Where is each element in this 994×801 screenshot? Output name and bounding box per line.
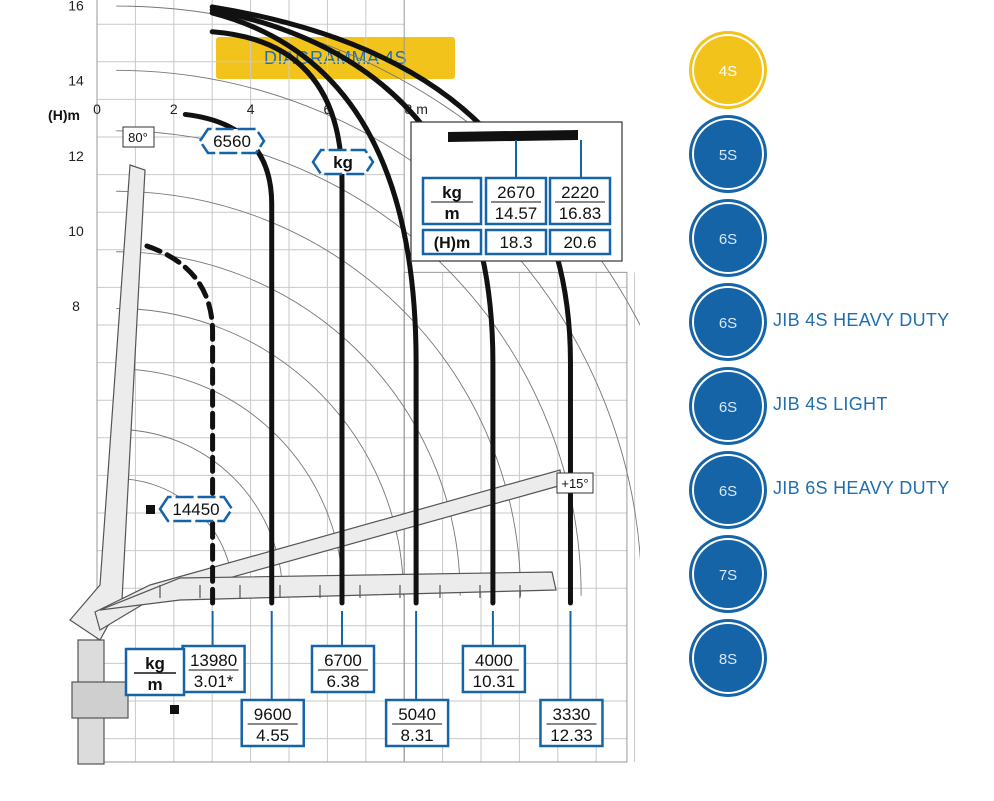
marker-square (146, 505, 155, 514)
curve-label-box (181, 644, 246, 694)
x-tick-label: 4 (247, 101, 255, 117)
jib-row-header: (H)m (434, 235, 470, 252)
curve-kg-label: 6700 (324, 651, 362, 670)
model-button-7s[interactable]: 7S (692, 538, 764, 610)
jib-kg-value: 2670 (497, 183, 535, 202)
model-button-6s-3[interactable]: 6S (692, 286, 764, 358)
near-load-tag-shape (158, 495, 234, 523)
reach-arc (116, 307, 404, 596)
y-tick-label: 16 (68, 0, 84, 13)
model-variant-link[interactable]: JIB 4S HEAVY DUTY (773, 310, 950, 330)
jib-boom-icon (448, 130, 578, 142)
jib-m-value: 16.83 (559, 204, 602, 223)
curve-label-box (539, 698, 604, 748)
top-load-tag-shape (198, 127, 266, 155)
model-button-label: 8S (718, 650, 738, 668)
curve-kg-label: 4000 (475, 651, 513, 670)
curve-m-label: 10.31 (473, 672, 516, 691)
marker-square (170, 705, 179, 714)
x-tick-label: 0 (93, 101, 101, 117)
jib-kg-value: 2220 (561, 183, 599, 202)
jib-row-header-cell (421, 228, 483, 256)
jib-m-value: 14.57 (495, 204, 538, 223)
curve-m-label: 3.01* (194, 672, 234, 691)
unit-tag-label: kg (333, 153, 353, 172)
model-button-6s[interactable]: 6S (692, 202, 764, 274)
curve-label-box (384, 698, 450, 748)
model-button-label: 4S (718, 62, 738, 80)
curve-m-label: 8.31 (401, 726, 434, 745)
y-tick-label: 14 (68, 73, 84, 89)
model-button-label: 5S (718, 146, 738, 164)
model-button-5s[interactable]: 5S (692, 118, 764, 190)
angle-max-box (122, 126, 155, 148)
jib-table: kg m (H)m 2670 14.57 18.3 2220 16.83 20.6 (410, 121, 623, 262)
model-button-6s-4[interactable]: 6S (692, 370, 764, 442)
curve-kg-label: 5040 (398, 705, 436, 724)
model-variant-link[interactable]: JIB 6S HEAVY DUTY (773, 478, 950, 498)
reach-arc (116, 251, 461, 596)
model-button-label: 6S (718, 482, 738, 500)
angle-max-label: 80° (128, 130, 148, 145)
model-button-8s[interactable]: 8S (692, 622, 764, 694)
reach-arc (116, 368, 344, 596)
curve-kg-label: 3330 (553, 705, 591, 724)
jib-value-cell (548, 176, 612, 226)
near-load-tag-label: 14450 (172, 500, 219, 519)
y-tick-label: 10 (68, 223, 84, 239)
jib-header-cell (421, 176, 483, 226)
load-curve (209, 10, 419, 606)
load-curve (209, 29, 345, 606)
y-tick-label: 12 (68, 148, 84, 164)
model-button-label: 6S (718, 230, 738, 248)
jib-header-m: m (444, 204, 459, 223)
legend-unit-box (124, 647, 186, 697)
jib-value-cell (484, 176, 548, 226)
curve-m-label: 12.33 (550, 726, 593, 745)
curve-kg-label: 9600 (254, 705, 292, 724)
crane-base (71, 681, 129, 719)
model-button-6s-5[interactable]: 6S (692, 454, 764, 526)
legend-m-label: m (147, 675, 162, 694)
boom-vertical (69, 164, 146, 641)
reach-arc (116, 190, 522, 596)
jib-header-kg: kg (442, 183, 462, 202)
load-curve (144, 243, 216, 606)
top-load-tag-label: 6560 (213, 132, 251, 151)
jib-h-value: 18.3 (499, 233, 532, 252)
curve-label-box (461, 644, 527, 694)
y-axis-label: (H)m (48, 107, 80, 123)
curve-m-label: 4.55 (256, 726, 289, 745)
angle-min-box (556, 472, 594, 494)
curve-label-box (310, 644, 376, 694)
model-button-label: 6S (718, 314, 738, 332)
angle-min-label: +15° (561, 476, 588, 491)
model-variant-link[interactable]: JIB 4S LIGHT (773, 394, 888, 414)
jib-h-cell (548, 228, 612, 256)
model-button-label: 7S (718, 566, 738, 584)
model-button-label: 6S (718, 398, 738, 416)
unit-tag-shape (311, 148, 375, 176)
curve-kg-label: 13980 (190, 651, 237, 670)
boom-horizontal (99, 571, 557, 611)
legend-kg-label: kg (145, 654, 165, 673)
y-tick-label: 8 (72, 298, 80, 314)
model-button-4s[interactable]: 4S (692, 34, 764, 106)
jib-h-cell (484, 228, 548, 256)
curve-m-label: 6.38 (326, 672, 359, 691)
load-curve (182, 111, 275, 606)
x-tick-label: 2 (170, 101, 178, 117)
curve-label-box (240, 698, 305, 748)
jib-h-value: 20.6 (563, 233, 596, 252)
